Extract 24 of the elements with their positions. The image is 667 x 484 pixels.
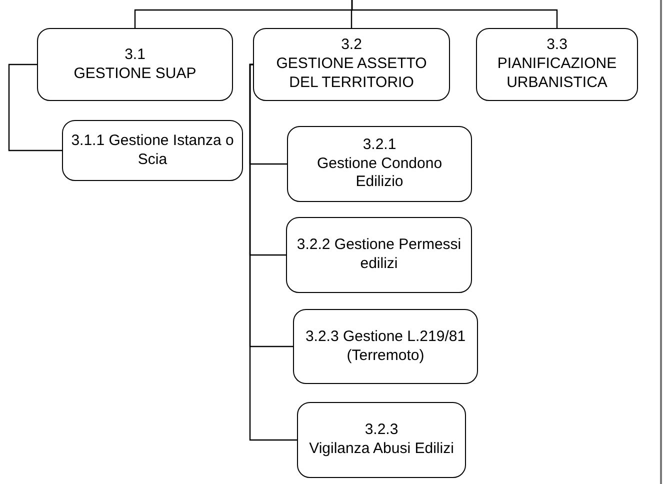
box-label: GESTIONE ASSETTO DEL TERRITORIO (275, 55, 428, 93)
process-box (62, 120, 243, 181)
process-box (476, 28, 638, 101)
box-label: 3.1 (124, 46, 146, 64)
box-label: Vigilanza Abusi Edilizi (309, 440, 454, 459)
connector-line (351, 0, 558, 28)
box-label: Gestione Condono Edilizio (316, 154, 444, 192)
process-box (253, 28, 450, 101)
box-label: 3.3 (546, 36, 568, 56)
box-label: 3.2.3 (364, 421, 398, 440)
process-box (286, 217, 472, 293)
process-box (293, 309, 478, 384)
connector-line (8, 64, 62, 152)
box-label: 3.2 (341, 36, 362, 56)
box-label: GESTIONE SUAP (74, 64, 196, 84)
box-label: 3.1.1 Gestione Istanza o Scia (70, 132, 235, 170)
process-box (37, 28, 233, 101)
process-box (297, 402, 466, 478)
box-label: PIANIFICAZIONE URBANISTICA (496, 55, 618, 93)
connector-line (249, 64, 297, 441)
box-label: 3.2.1 (362, 136, 396, 155)
box-label: 3.2.2 Gestione Permessi edilizi (296, 236, 462, 274)
box-label: 3.2.3 Gestione L.219/81 (Terremoto) (304, 328, 467, 366)
process-box (287, 126, 472, 202)
